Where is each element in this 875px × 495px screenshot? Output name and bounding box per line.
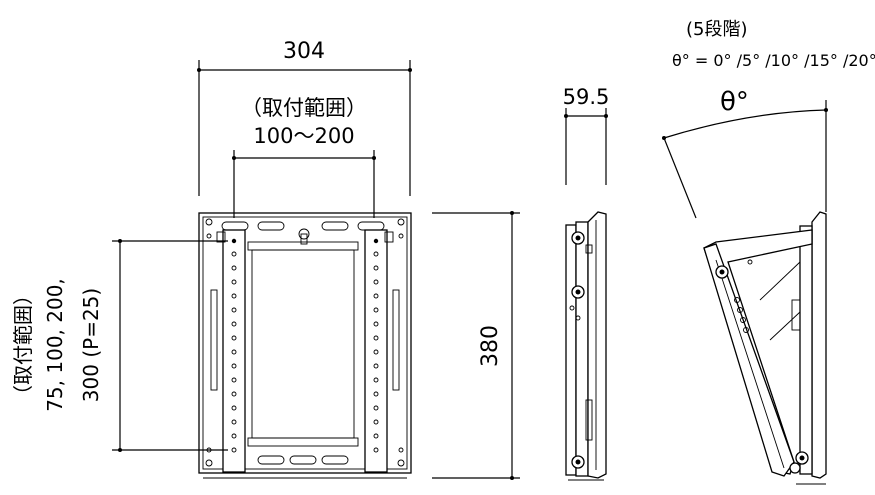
- mount-range-h-caption: （取付範囲）: [241, 96, 367, 120]
- mount-range-v-caption: （取付範囲）: [11, 285, 35, 405]
- tilt-steps-label: (5段階): [686, 19, 748, 40]
- mount-range-v-line1: 75, 100, 200,: [43, 278, 67, 412]
- dim-mount-range-h: （取付範囲） 100～200: [232, 96, 376, 218]
- keyhole: [298, 228, 310, 240]
- front-view: [198, 212, 412, 479]
- left-arm: [216, 229, 246, 473]
- right-arm: [364, 229, 394, 473]
- overall-width-label: 304: [283, 39, 325, 64]
- tilt-symbol-label: θ°: [720, 87, 749, 117]
- mount-range-v-line2: 300 (P=25): [79, 288, 103, 402]
- dim-mount-range-v: （取付範囲） 75, 100, 200, 300 (P=25): [11, 239, 228, 452]
- depth-label: 59.5: [563, 85, 610, 109]
- mount-range-h-value: 100～200: [253, 124, 354, 148]
- tilt-angles-label: θ° = 0° /5° /10° /15° /20°: [672, 51, 875, 70]
- height-label: 380: [478, 325, 503, 367]
- dim-height: 380: [432, 211, 520, 480]
- tilted-view: (5段階) θ° = 0° /5° /10° /15° /20° θ°: [662, 19, 875, 485]
- dim-overall-width: 304: [197, 39, 412, 196]
- side-view: 59.5: [563, 85, 610, 481]
- tilt-arc: [663, 109, 827, 139]
